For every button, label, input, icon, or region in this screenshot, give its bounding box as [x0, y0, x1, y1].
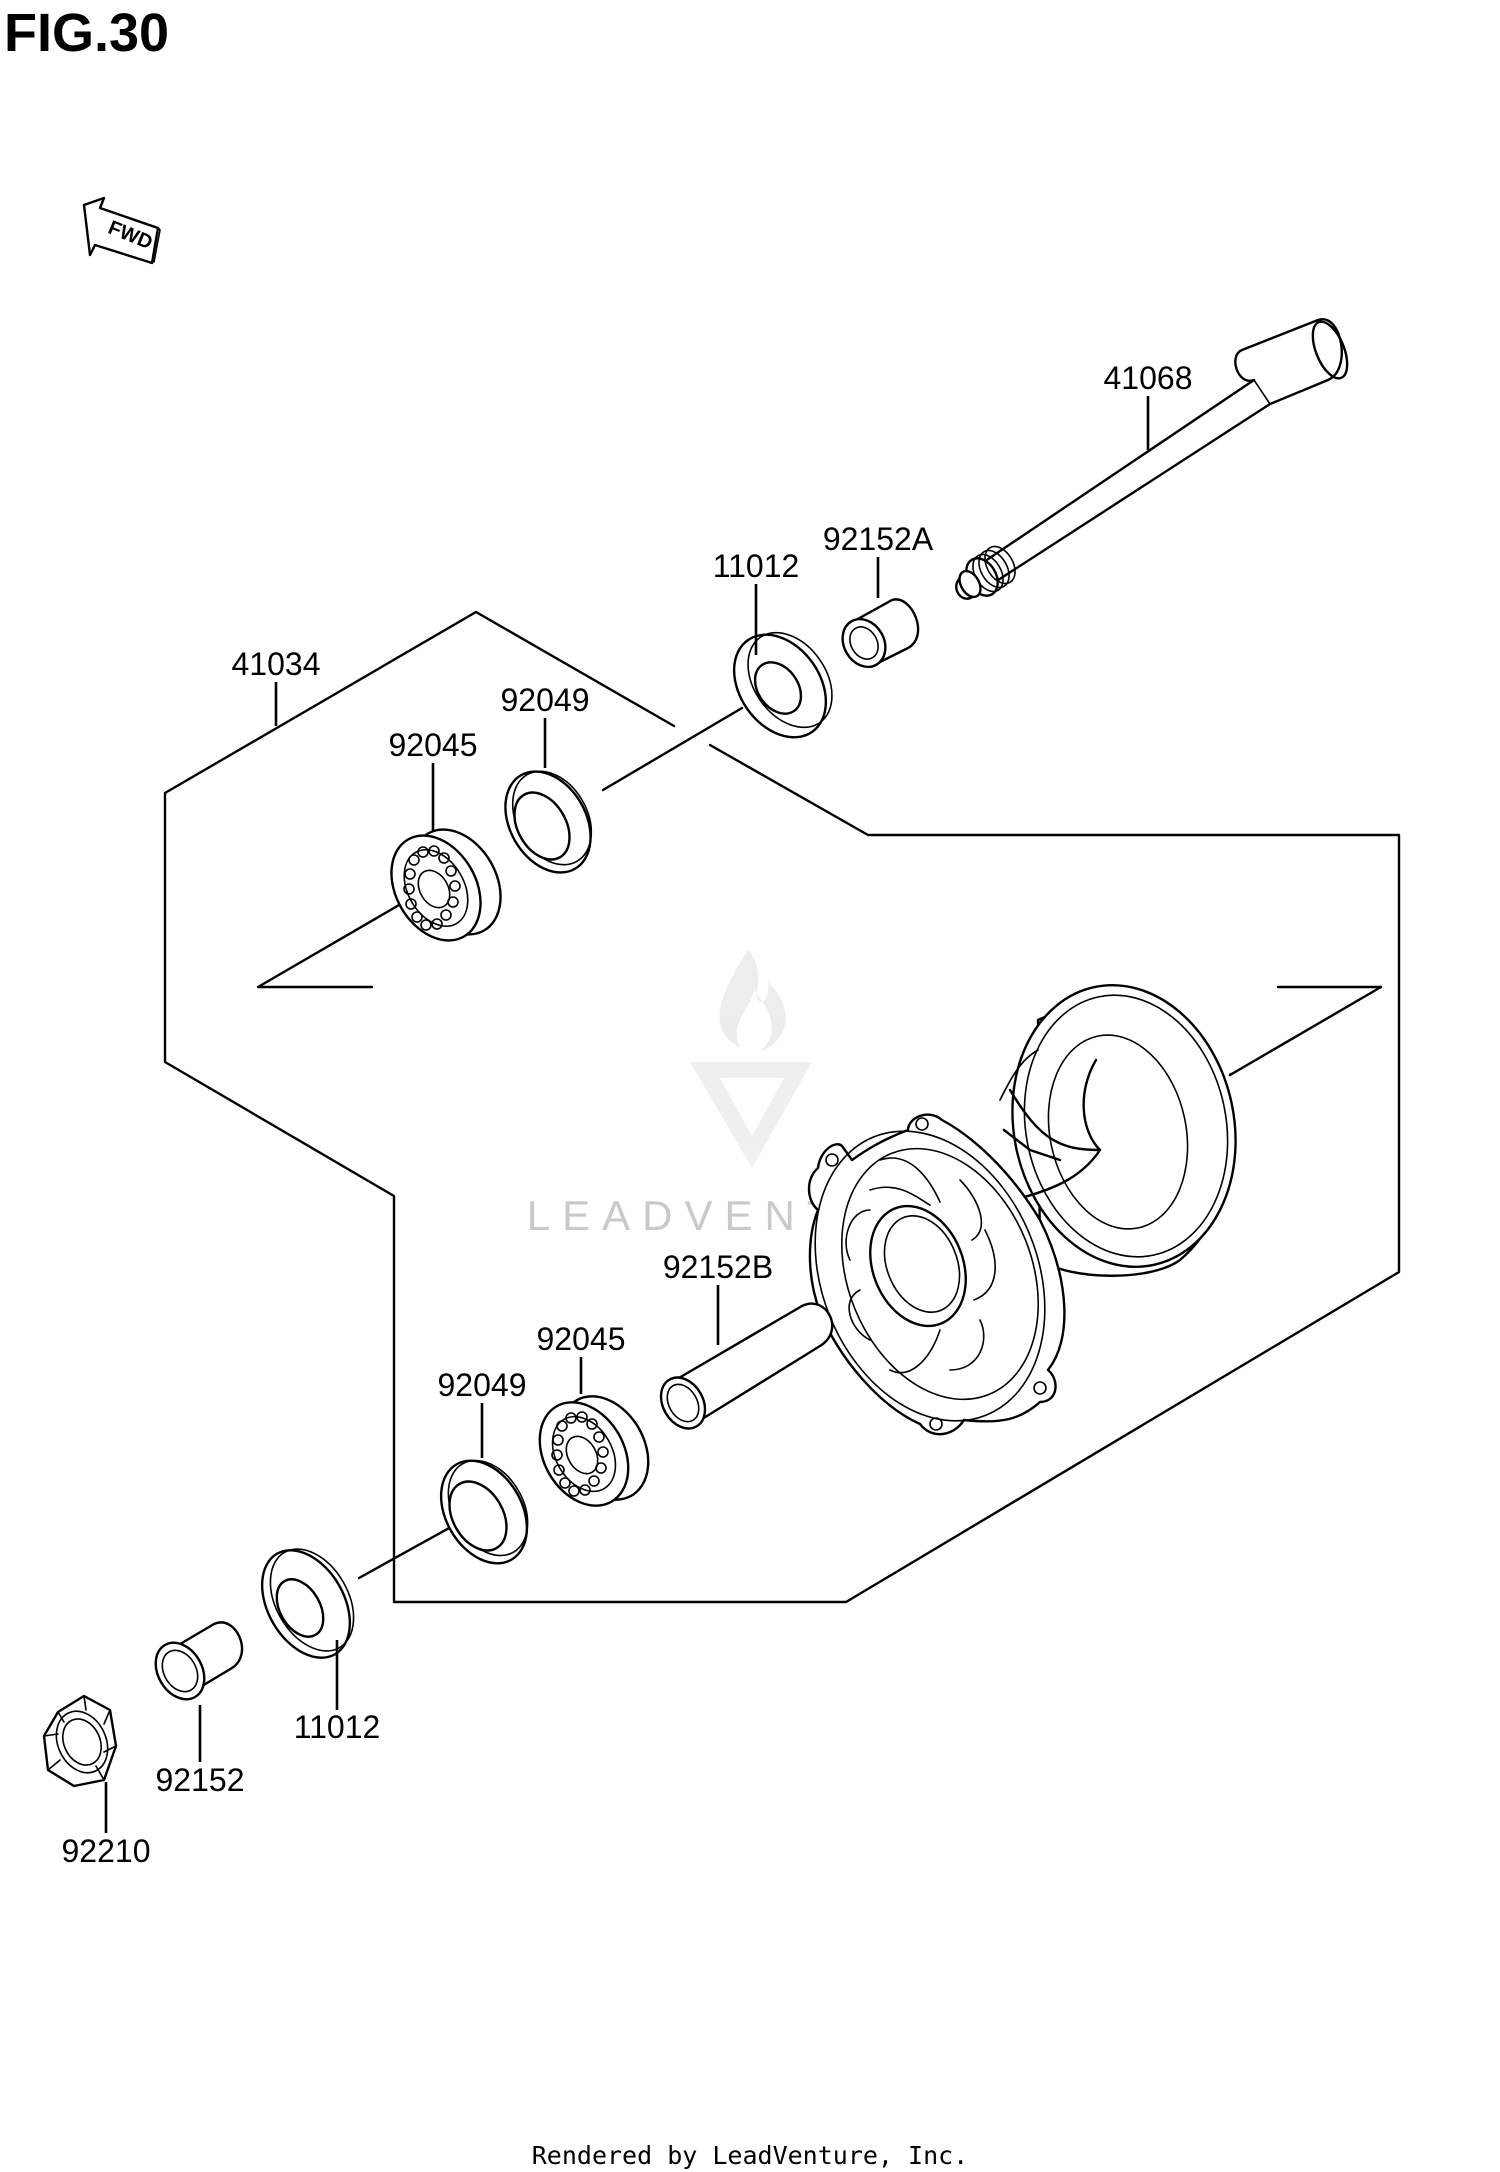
collar-92152 [154, 1621, 244, 1701]
hub-assembly-bracket [163, 610, 1401, 1604]
collar-92152b [659, 1302, 834, 1430]
part-label-92210[interactable]: 92210 [62, 1833, 151, 1869]
footer-credit: Rendered by LeadVenture, Inc. [531, 2141, 969, 2170]
ball-bearing-92045-lower [538, 1395, 650, 1507]
leader-lines [104, 396, 1150, 1833]
oil-seal-11012-upper [732, 631, 833, 739]
part-label-92045-upper[interactable]: 92045 [389, 727, 478, 763]
figure-title: FIG.30 [4, 3, 170, 63]
part-label-92152[interactable]: 92152 [156, 1762, 245, 1798]
part-label-92152b[interactable]: 92152B [663, 1249, 773, 1285]
fwd-direction-arrow: FWD [82, 196, 161, 265]
wheel-hub [807, 984, 1237, 1436]
fwd-label: FWD [105, 217, 155, 254]
part-label-92049-upper[interactable]: 92049 [501, 682, 590, 718]
part-label-41068[interactable]: 41068 [1104, 360, 1193, 396]
oil-seal-11012-lower [260, 1548, 355, 1659]
ball-bearing-92045-upper [390, 828, 502, 942]
snap-ring-92049-upper [504, 770, 593, 874]
part-label-11012-upper[interactable]: 11012 [713, 548, 800, 584]
watermark-logo-icon [690, 950, 812, 1168]
part-label-41034[interactable]: 41034 [232, 646, 321, 682]
axle-41068 [955, 318, 1349, 600]
part-label-11012-lower[interactable]: 11012 [294, 1709, 381, 1745]
part-labels: 41068 92152A 11012 41034 92049 92045 921… [62, 360, 1193, 1869]
part-label-92045-lower[interactable]: 92045 [537, 1321, 626, 1357]
part-label-92152a[interactable]: 92152A [823, 521, 934, 557]
hex-nut-92210 [42, 1694, 118, 1788]
collar-92152a [841, 598, 920, 669]
part-label-92049-lower[interactable]: 92049 [438, 1367, 527, 1403]
snap-ring-92049-lower [439, 1459, 529, 1565]
